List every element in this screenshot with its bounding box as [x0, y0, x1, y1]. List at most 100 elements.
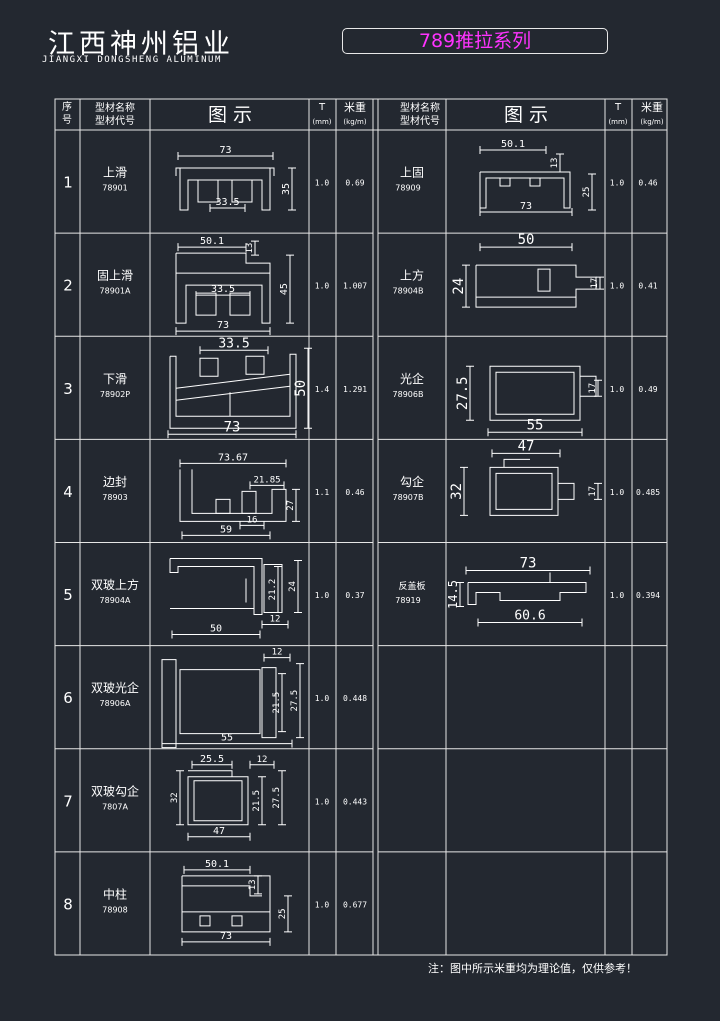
header-figure-left: 图 示: [208, 104, 252, 126]
header-t-left: T: [318, 102, 326, 113]
row-code: 78919: [395, 596, 420, 605]
row-thickness: 1.0: [315, 282, 330, 291]
brand-english-name: JIANGXI DONGSHENG ALUMINUM: [42, 55, 222, 65]
row-thickness: 1.0: [610, 591, 625, 600]
dimension-label: 73: [220, 931, 232, 942]
dimension-label: 59: [220, 524, 232, 535]
row-thickness: 1.0: [315, 179, 330, 188]
row-weight: 0.394: [636, 591, 660, 600]
row-name: 中柱: [103, 886, 127, 901]
row-name: 双玻光企: [91, 680, 139, 695]
profile-outline: [182, 885, 262, 897]
header-code-right: 型材代号: [400, 114, 440, 127]
dimension-label: 32: [449, 483, 465, 500]
dimension-label: 17: [588, 486, 598, 497]
row-no: 3: [63, 380, 73, 398]
profile-part: [261, 667, 277, 739]
row-no: 4: [63, 483, 73, 501]
dimension-label: 13: [248, 879, 258, 890]
row-thickness: 1.0: [315, 591, 330, 600]
profile-outline: [580, 375, 597, 397]
row-weight: 0.448: [343, 694, 367, 703]
brand-name: 江西神州铝业: [48, 29, 234, 60]
dimension-label: 45: [279, 283, 290, 295]
profile-part: [245, 355, 265, 375]
profile-part: [195, 292, 217, 316]
header-name-right: 型材名称: [400, 101, 440, 114]
dimension-label: 50.1: [200, 236, 224, 247]
profile-part: [193, 780, 243, 822]
dimension-label: 32: [170, 792, 180, 803]
dimension-label: 16: [247, 515, 258, 525]
profile-part: [199, 357, 219, 377]
dimension-label: 27: [286, 500, 296, 511]
dimension-label: 13: [245, 243, 255, 254]
dimension-label: 17: [590, 278, 600, 289]
series-title: 789推拉系列: [418, 30, 532, 52]
profile-part: [529, 177, 541, 187]
row-weight: 0.46: [345, 488, 364, 497]
dimension-label: 25: [582, 187, 592, 198]
row-thickness: 1.1: [315, 488, 330, 497]
dimension-label: 50.1: [205, 859, 229, 870]
row-code: 78902P: [100, 390, 130, 399]
profile-outline: [475, 264, 597, 308]
dimension-label: 47: [213, 826, 225, 837]
row-no: 2: [63, 277, 73, 295]
header-weight-unit-right: (kg/m): [640, 118, 663, 126]
dimension-label: 21.5: [252, 790, 262, 812]
row-name: 上方: [400, 268, 424, 283]
row-no: 6: [63, 689, 73, 707]
table-border: [54, 98, 668, 956]
dimension-label: 12: [272, 648, 283, 658]
header-name-left: 型材名称: [95, 101, 135, 114]
row-weight: 0.677: [343, 900, 367, 909]
row-code: 78903: [102, 493, 127, 502]
row-code: 78901A: [100, 287, 131, 296]
profile-outline: [558, 482, 575, 500]
row-thickness: 1.4: [315, 385, 330, 394]
profile-part: [495, 371, 575, 415]
profile-outline: [175, 252, 271, 324]
profile-outline: [175, 167, 275, 176]
row-weight: 0.443: [343, 797, 367, 806]
row-name: 边封: [103, 475, 127, 489]
dimension-label: 21.85: [253, 475, 280, 485]
dimension-label: 35: [281, 183, 292, 195]
row-no: 8: [63, 895, 73, 913]
dimension-label: 50: [293, 380, 309, 397]
profile-part: [263, 564, 283, 613]
dimension-label: 33.5: [211, 284, 235, 295]
profile-part: [537, 268, 551, 292]
profile-outline: [503, 458, 530, 468]
row-code: 78907B: [393, 493, 424, 502]
dimension-label: 25: [278, 908, 288, 919]
row-thickness: 1.0: [610, 488, 625, 497]
dimension-label: 27.5: [272, 787, 282, 809]
header-weight-unit-left: (kg/m): [343, 118, 366, 126]
dimension-label: 55: [527, 417, 544, 433]
row-thickness: 1.0: [315, 900, 330, 909]
profile-outline: [175, 385, 291, 401]
header-t-unit-left: (mm): [312, 118, 331, 126]
row-weight: 1.007: [343, 282, 367, 291]
profile-outline: [169, 558, 263, 615]
table-texts: 序号型材名称型材代号型材名称型材代号图 示图 示T(mm)T(mm)米重(kg/…: [62, 100, 664, 942]
header-no-2: 号: [62, 114, 72, 126]
row-weight: 0.485: [636, 488, 660, 497]
dimension-label: 12: [257, 755, 268, 765]
row-name: 双玻上方: [91, 577, 139, 592]
row-thickness: 1.0: [610, 179, 625, 188]
row-code: 78904B: [393, 287, 424, 296]
dimension-label: 60.6: [514, 609, 545, 624]
profile-part: [489, 466, 559, 516]
row-thickness: 1.0: [315, 694, 330, 703]
row-thickness: 1.0: [610, 282, 625, 291]
profile-outline: [169, 353, 297, 429]
profile-part: [231, 915, 243, 927]
dimension-label: 33.5: [218, 336, 249, 351]
row-name: 下滑: [103, 372, 127, 386]
dimension-label: 27.5: [290, 690, 300, 712]
row-name: 勾企: [400, 474, 424, 489]
